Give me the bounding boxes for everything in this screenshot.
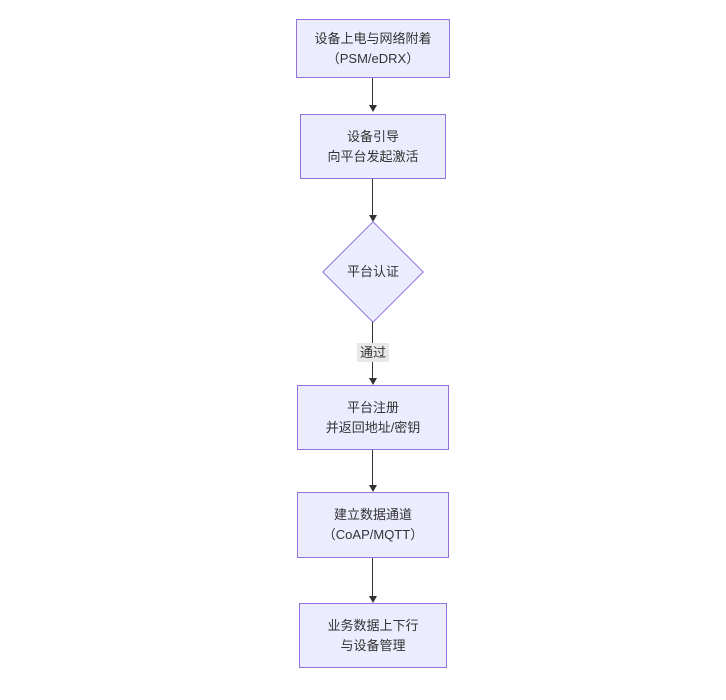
node-data-channel: 建立数据通道 （CoAP/MQTT） [297,492,449,558]
arrowhead-down-icon [368,378,377,385]
edge-line [372,450,373,485]
edge-label-pass: 通过 [356,343,390,362]
arrowhead-down-icon [368,105,377,112]
arrowhead-down-icon [368,596,377,603]
node-text-line: 业务数据上下行 [327,617,419,633]
node-text-line: 设备上电与网络附着 [314,30,432,46]
node-text-line: （CoAP/MQTT） [322,527,424,542]
node-device-power-attach: 设备上电与网络附着 （PSM/eDRX） [296,19,450,78]
node-text-line: 向平台发起激活 [327,148,419,164]
edge-arrow [368,558,377,603]
edge-arrow [368,450,377,492]
edge-arrow [368,78,377,112]
node-text-line: 平台注册 [346,399,399,415]
node-device-bootstrap: 设备引导 向平台发起激活 [300,114,446,179]
decision-platform-auth-label: 平台认证 [346,264,399,279]
node-text-line: 与设备管理 [340,637,406,653]
node-platform-register: 平台注册 并返回地址/密钥 [297,385,449,450]
node-text-line: 建立数据通道 [333,507,412,522]
edge-line [372,78,373,105]
edge-line [372,179,373,215]
arrowhead-down-icon [368,215,377,222]
node-text-line: （PSM/eDRX） [326,50,420,66]
node-business-data: 业务数据上下行 与设备管理 [299,603,447,668]
edge-arrow [368,179,377,222]
arrowhead-down-icon [368,485,377,492]
node-text-line: 设备引导 [346,128,399,144]
edge-line [372,558,373,596]
node-text-line: 并返回地址/密钥 [325,419,421,435]
